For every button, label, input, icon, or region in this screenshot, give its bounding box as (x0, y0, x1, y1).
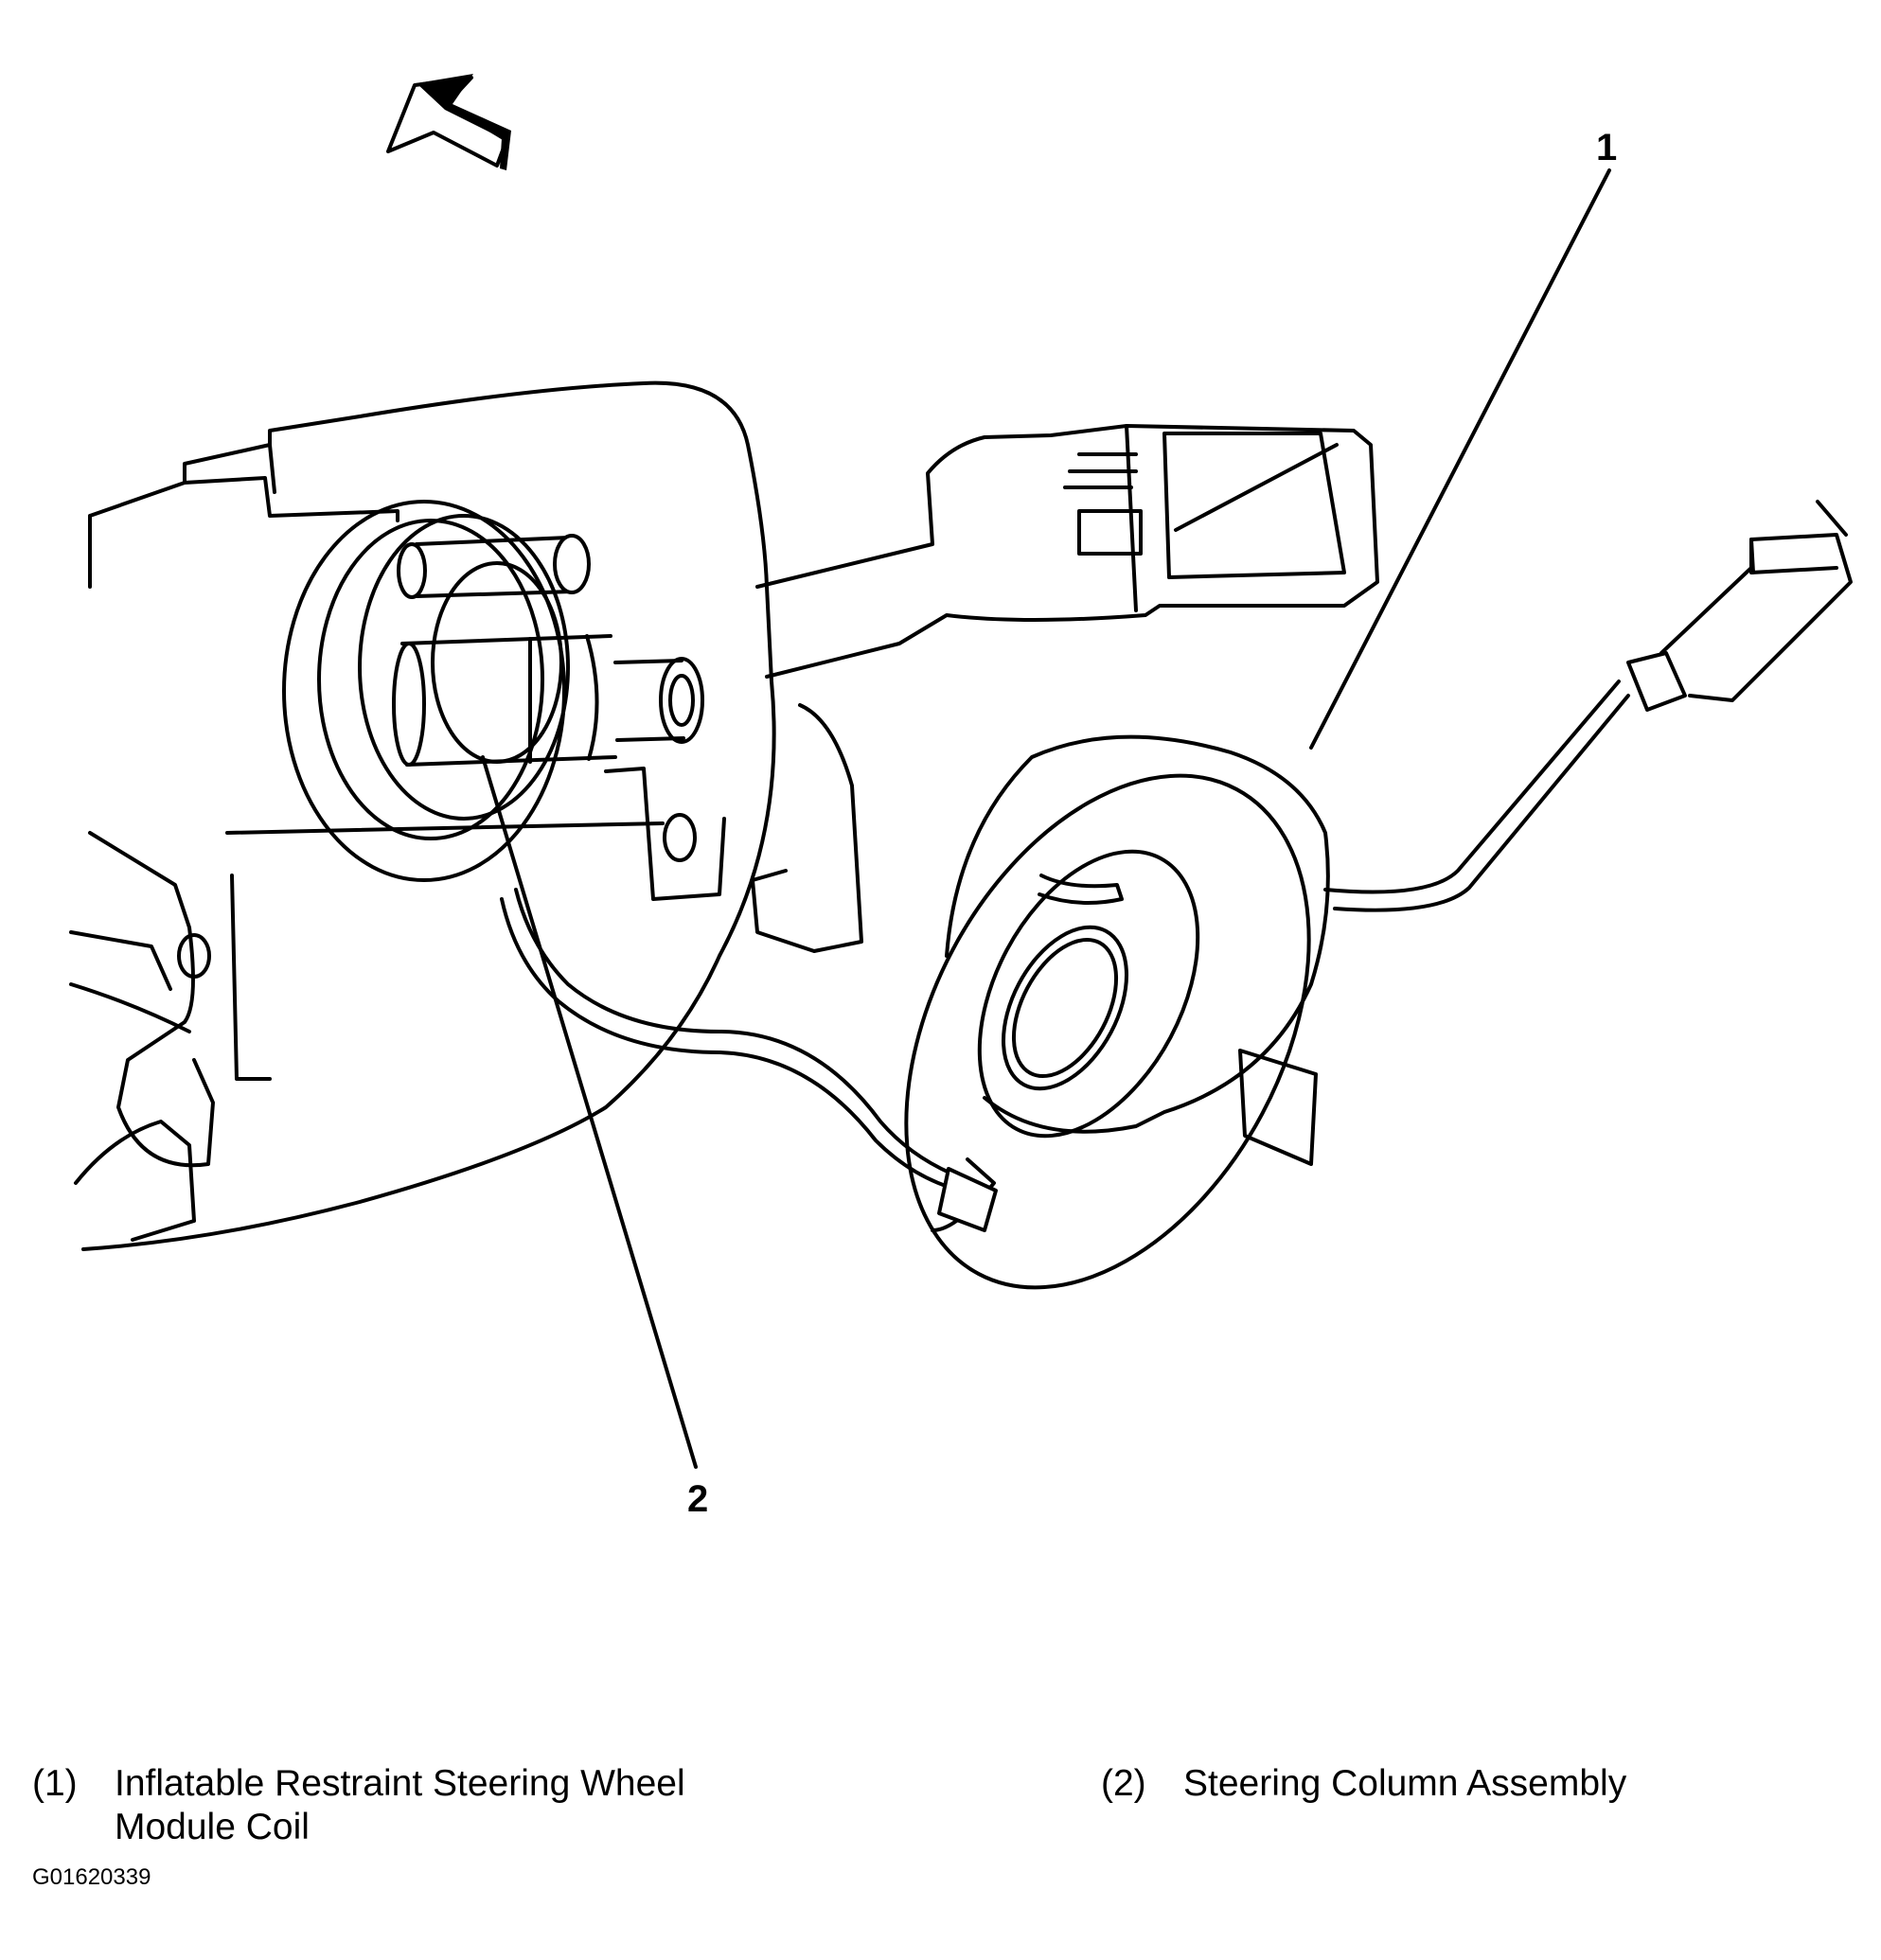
module-coil (500, 500, 1853, 1290)
legend-text: Inflatable Restraint Steering Wheel Modu… (115, 1763, 685, 1847)
legend-number: (1) (32, 1763, 78, 1804)
callout-2: 2 (687, 1478, 709, 1520)
callout-1: 1 (1596, 127, 1618, 168)
leader-line-1 (1309, 168, 1611, 750)
steering-column-assembly (69, 380, 1379, 1251)
diagram-illustration (69, 74, 1853, 1469)
legend-text: Steering Column Assembly (1183, 1763, 1627, 1804)
figure-id: G01620339 (32, 1864, 151, 1890)
leader-line-2 (481, 755, 698, 1469)
legend-number: (2) (1101, 1763, 1146, 1804)
direction-arrow-icon (386, 74, 511, 170)
